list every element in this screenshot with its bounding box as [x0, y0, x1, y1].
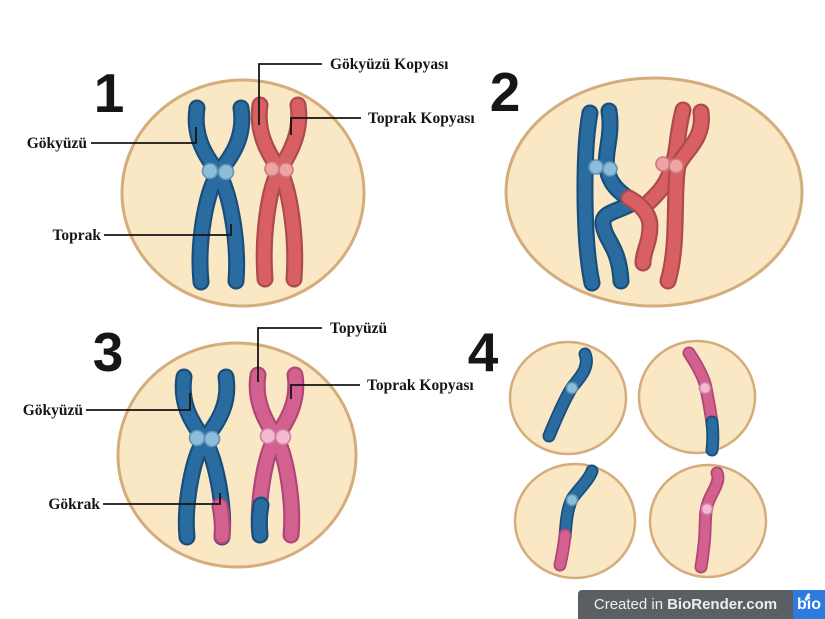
exchanged-tip-blue: [707, 417, 718, 455]
panel-3: 3 Gökyüzü Gökrak Topyüzü: [23, 320, 474, 569]
centromere: [274, 428, 292, 446]
exchanged-tip-pink: [213, 499, 229, 543]
chromatid: [578, 106, 599, 290]
label-gokyuzu: Gökyüzü: [23, 402, 84, 419]
leader-line-toprak: [104, 224, 232, 236]
centromere: [259, 427, 277, 445]
centromere: [188, 429, 206, 447]
centromere: [565, 493, 579, 507]
credit-brand: BioRender.com: [667, 596, 778, 613]
cell-membrane-3: [116, 341, 358, 569]
chromosome-blue-recombinant: [174, 368, 236, 546]
exchanged-tip-blue: [253, 498, 268, 542]
label-toprak-kopyasi: Toprak Kopyası: [367, 377, 474, 394]
chromatid-pink: [696, 468, 723, 572]
gamete-cell-top-right: [637, 339, 757, 457]
leader-line-topyuzu: [257, 327, 322, 382]
chromosomes-crossing-over: [576, 101, 710, 292]
biorender-watermark: Created in BioRender.com bio: [578, 590, 825, 619]
chromosome-blue-duplicated: [187, 99, 251, 291]
chromosome-red-duplicated: [250, 96, 308, 288]
centromere: [278, 162, 294, 178]
leader-line-gokrak: [103, 493, 221, 505]
centromere: [201, 162, 219, 180]
leader-line-gokyuzu: [91, 127, 197, 144]
panel-3-number: 3: [93, 321, 124, 383]
cell-membrane: [637, 339, 757, 455]
chromatid-exchanged-blue: [596, 196, 640, 288]
credit-text: Created in BioRender.com: [578, 590, 793, 619]
label-topyuzu: Topyüzü: [330, 320, 388, 337]
label-toprak: Toprak: [52, 227, 101, 244]
panel-1: 1 Gökyüzü Toprak Gökyüzü Kopyası Toprak …: [27, 56, 475, 308]
label-gokyuzu-kopyasi: Gökyüzü Kopyası: [330, 56, 449, 73]
panel-2-number: 2: [490, 61, 521, 123]
centromere: [203, 430, 221, 448]
chromatid-exchanged-red: [622, 191, 657, 270]
panel-4-number: 4: [468, 321, 499, 383]
leader-line-gokyuzu: [86, 393, 191, 411]
biorender-logo-text: bio: [797, 595, 821, 613]
exchanged-tip-pink: [555, 530, 570, 570]
label-gokyuzu: Gökyüzü: [27, 135, 88, 152]
panel-4: 4: [468, 321, 768, 580]
panel-2: 2: [490, 61, 804, 308]
centromere: [217, 163, 235, 181]
centromere: [700, 502, 714, 516]
panel-1-number: 1: [94, 62, 125, 124]
centromere: [264, 161, 280, 177]
gamete-cell-bottom-left: [513, 462, 637, 580]
biorender-logo: bio: [793, 590, 825, 619]
label-gokrak: Gökrak: [48, 496, 100, 513]
centromere: [565, 381, 579, 395]
centromere: [602, 161, 618, 177]
cell-membrane: [513, 462, 637, 580]
leader-line-toprak-kopyasi: [290, 384, 360, 399]
centromere: [588, 159, 604, 175]
leader-line-gokyuzu-kopyasi: [258, 63, 322, 125]
gamete-cell-bottom-right: [648, 463, 768, 579]
credit-prefix: Created in: [593, 596, 664, 613]
centromere: [698, 381, 712, 395]
centromere: [655, 156, 671, 172]
label-toprak-kopyasi: Toprak Kopyası: [368, 110, 475, 127]
gamete-cell-top-left: [508, 340, 628, 456]
chromosome-pink-recombinant: [248, 366, 305, 544]
leader-line-toprak-kopyasi: [290, 117, 361, 135]
centromere: [668, 158, 684, 174]
